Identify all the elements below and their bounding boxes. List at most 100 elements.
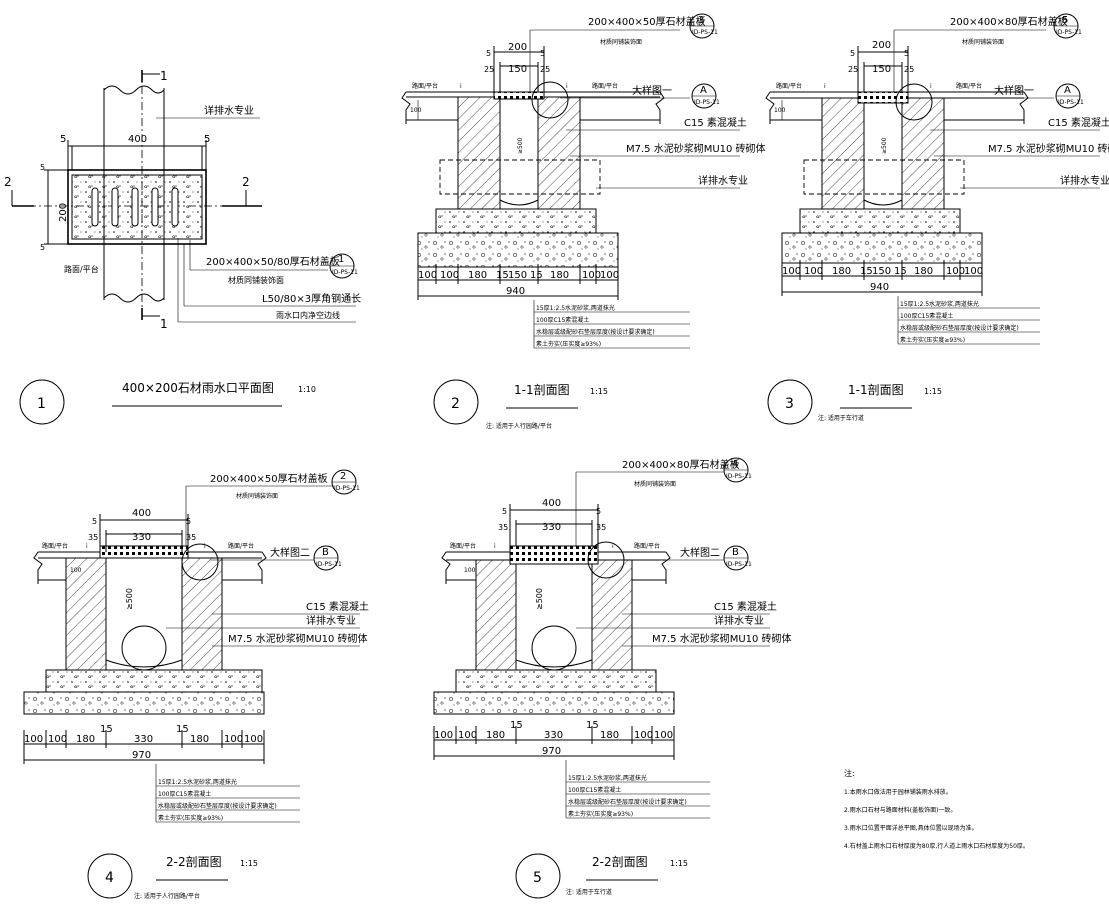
drawing-number: 4 xyxy=(105,870,114,886)
note-item: 3.雨水口位置平面详总平图,具体位置以现场为准。 xyxy=(844,824,978,832)
pipe-break xyxy=(103,85,165,95)
concrete-base xyxy=(799,208,961,234)
road-label: 路面/平台 xyxy=(956,82,982,90)
dim-label: 100 xyxy=(224,734,243,745)
dim-label: 150 xyxy=(508,270,527,281)
ref-number: A xyxy=(1064,85,1071,96)
dim-label: 180 xyxy=(600,730,619,741)
ref-code: ID-PS-11 xyxy=(726,561,752,568)
brick-wall xyxy=(821,97,865,210)
drawing-scale: 1:10 xyxy=(298,385,316,394)
depth-label: ≥500 xyxy=(535,588,544,610)
drain-label: 详排水专业 xyxy=(698,174,748,187)
section-1-1-walkway: 路面/平台 i i 路面/平台 100 100 1 xyxy=(401,13,766,430)
dim-label: 330 xyxy=(134,734,153,745)
dim-label: 330 xyxy=(542,522,561,533)
depth-label: ≥500 xyxy=(881,137,888,154)
ref-number: B xyxy=(732,547,739,558)
drawing-scale: 1:15 xyxy=(670,859,688,868)
drain-pipe xyxy=(439,159,601,195)
drawing-number-circle xyxy=(87,853,133,899)
layer-label: 素土夯实(压实度≥93%) xyxy=(536,340,601,348)
layer-label: 15厚1:2.5水泥砂浆,两道抹光 xyxy=(900,300,979,308)
section-2-2-driveway: 路面/平台 i i 路面/平台 100 100 100 180 15 330 xyxy=(433,457,792,899)
layer-label: 100厚C15素混凝土 xyxy=(900,312,953,320)
dim-label: 400 xyxy=(128,134,147,145)
slope-label: i xyxy=(566,83,568,90)
dim-label: 180 xyxy=(468,270,487,281)
dim-label: 100 xyxy=(634,730,653,741)
drawing-note: 注: 适用于车行道 xyxy=(566,888,612,896)
depth-label: ≥500 xyxy=(517,137,524,154)
inlet-cavity xyxy=(863,97,903,210)
masonry-label: M7.5 水泥砂浆砌MU10 砖砌体 xyxy=(988,142,1109,155)
drain-label: 详排水专业 xyxy=(204,104,254,117)
dim-label: 5 xyxy=(40,163,45,172)
dim-label: 5 xyxy=(540,49,545,58)
section-1-1-driveway: 路面/平台 i i 路面/平台 100 100 100 180 15 150 xyxy=(765,13,1109,425)
dim-label: 25 xyxy=(904,65,914,74)
dim-label: 100 xyxy=(24,734,43,745)
ref-number: A xyxy=(700,85,707,96)
drawing-title: 2-2剖面图 xyxy=(166,855,222,869)
slope-label: i xyxy=(494,543,496,550)
dim-label: 15 xyxy=(860,266,873,277)
detail-label: 大样图一 xyxy=(994,84,1034,97)
dim-label: 100 xyxy=(582,270,601,281)
dim-label: 100 xyxy=(464,567,476,574)
ref-code: ID-PS-11 xyxy=(334,485,360,492)
ref-number: 2 xyxy=(340,471,346,482)
grate-slots xyxy=(91,187,179,227)
inlet-cavity xyxy=(105,557,183,671)
brick-wall xyxy=(457,96,501,210)
drain-pipe xyxy=(803,159,965,195)
layer-label: 15厚1:2.5水泥砂浆,两道抹光 xyxy=(568,774,647,782)
ref-number: 5 xyxy=(1062,15,1068,26)
detail-circle xyxy=(531,81,569,119)
drain-label: 详排水专业 xyxy=(1060,174,1109,187)
layer-label: 15厚1:2.5水泥砂浆,两道抹光 xyxy=(158,778,237,786)
drawing-number: 2 xyxy=(451,396,460,412)
brick-wall xyxy=(475,559,517,671)
drawing-note: 注: 适用于车行道 xyxy=(818,414,864,422)
drawing-number: 1 xyxy=(37,396,46,412)
detail-circle xyxy=(181,543,219,581)
dim-label: 150 xyxy=(508,64,527,75)
notes-heading: 注: xyxy=(844,768,855,778)
dim-label: 100 xyxy=(244,734,263,745)
depth-label: ≥500 xyxy=(125,588,134,610)
detail-label: 大样图一 xyxy=(632,84,672,97)
dim-label: 180 xyxy=(914,266,933,277)
drawing-title: 400×200石材雨水口平面图 xyxy=(122,381,274,395)
c15-label: C15 素混凝土 xyxy=(714,600,777,613)
layer-label: 15厚1:2.5水泥砂浆,两道抹光 xyxy=(536,304,615,312)
drawing-number: 5 xyxy=(533,870,542,886)
dim-label: 5 xyxy=(92,517,97,526)
dim-label: 100 xyxy=(434,730,453,741)
drawing-note: 注: 适用于人行园路/平台 xyxy=(134,892,200,900)
drawing-scale: 1:15 xyxy=(590,387,608,396)
concrete-base xyxy=(435,208,597,234)
dim-label: 200 xyxy=(508,42,527,53)
dim-label: 25 xyxy=(540,65,550,74)
dim-label: 150 xyxy=(872,64,891,75)
gravel-bed xyxy=(433,691,675,715)
dim-total: 940 xyxy=(870,282,889,293)
drawing-number: 3 xyxy=(785,396,794,412)
masonry-label: M7.5 水泥砂浆砌MU10 砖砌体 xyxy=(626,142,766,155)
dim-label: 100 xyxy=(458,730,477,741)
slope-label: i xyxy=(204,543,206,550)
dim-label: 100 xyxy=(964,266,983,277)
layer-label: 水稳层或级配砂石垫层厚度(按设计要求确定) xyxy=(900,324,1019,332)
layer-label: 水稳层或级配砂石垫层厚度(按设计要求确定) xyxy=(536,328,655,336)
dim-label: 100 xyxy=(440,270,459,281)
drawing-title: 1-1剖面图 xyxy=(514,383,570,397)
ref-code: ID-PS-11 xyxy=(726,473,752,480)
layer-label: 100厚C15素混凝土 xyxy=(158,790,211,798)
inlet-cavity xyxy=(515,559,593,671)
dim-label: 100 xyxy=(600,270,619,281)
concrete-base xyxy=(45,669,263,693)
cover-label: 200×400×50厚石材盖板 xyxy=(210,472,328,485)
detail-label: 大样图二 xyxy=(680,546,720,559)
